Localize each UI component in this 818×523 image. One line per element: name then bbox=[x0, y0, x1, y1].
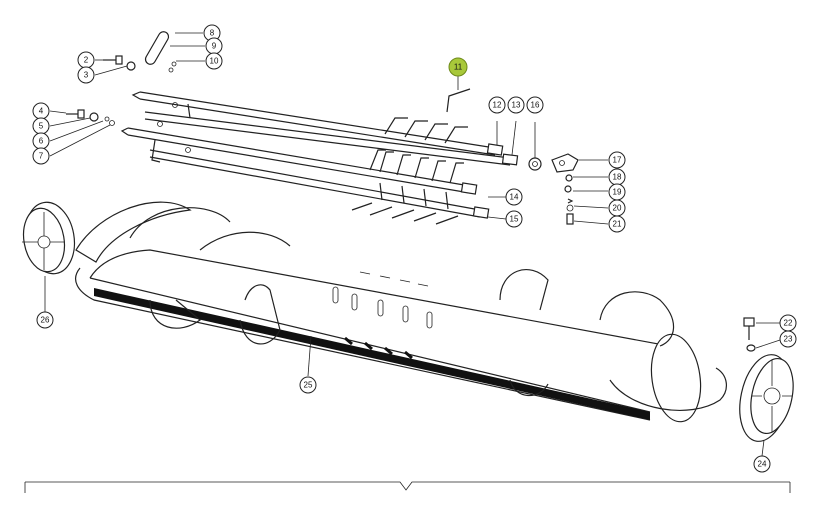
end-disc-right bbox=[739, 317, 794, 457]
svg-text:12: 12 bbox=[493, 101, 502, 110]
svg-text:15: 15 bbox=[510, 215, 519, 224]
svg-text:23: 23 bbox=[784, 335, 793, 344]
svg-text:18: 18 bbox=[613, 173, 622, 182]
svg-text:2: 2 bbox=[84, 56, 89, 65]
svg-text:7: 7 bbox=[39, 152, 44, 161]
small-hardware-right bbox=[487, 120, 609, 225]
svg-text:19: 19 bbox=[613, 188, 622, 197]
svg-text:9: 9 bbox=[212, 42, 217, 51]
svg-text:25: 25 bbox=[304, 381, 313, 390]
callout-26[interactable]: 26 bbox=[36, 311, 54, 329]
part-11-pin bbox=[446, 76, 471, 113]
svg-text:20: 20 bbox=[613, 204, 622, 213]
svg-text:24: 24 bbox=[758, 460, 767, 469]
callout-18[interactable]: 18 bbox=[608, 168, 626, 186]
bottom-bracket bbox=[24, 481, 791, 493]
svg-text:22: 22 bbox=[784, 319, 793, 328]
callout-14[interactable]: 14 bbox=[505, 188, 523, 206]
callout-25[interactable]: 25 bbox=[299, 376, 317, 394]
callout-19[interactable]: 19 bbox=[608, 183, 626, 201]
svg-text:21: 21 bbox=[613, 220, 622, 229]
callout-24[interactable]: 24 bbox=[753, 455, 771, 473]
svg-text:16: 16 bbox=[531, 101, 540, 110]
svg-text:6: 6 bbox=[39, 137, 44, 146]
callout-12[interactable]: 12 bbox=[488, 96, 506, 114]
svg-text:5: 5 bbox=[39, 122, 44, 131]
svg-text:4: 4 bbox=[39, 107, 44, 116]
callout-23[interactable]: 23 bbox=[779, 330, 797, 348]
svg-text:3: 3 bbox=[84, 71, 89, 80]
callout-20[interactable]: 20 bbox=[608, 199, 626, 217]
callout-2[interactable]: 2 bbox=[77, 51, 95, 69]
callout-3[interactable]: 3 bbox=[77, 66, 95, 84]
callout-9[interactable]: 9 bbox=[205, 37, 223, 55]
callout-11[interactable]: 11 bbox=[448, 57, 468, 77]
callout-4[interactable]: 4 bbox=[32, 102, 50, 120]
small-hardware-left bbox=[49, 31, 205, 157]
svg-text:11: 11 bbox=[454, 63, 463, 72]
auger-tube bbox=[75, 201, 727, 423]
callout-17[interactable]: 17 bbox=[608, 151, 626, 169]
svg-text:13: 13 bbox=[512, 101, 521, 110]
callout-22[interactable]: 22 bbox=[779, 314, 797, 332]
callout-5[interactable]: 5 bbox=[32, 117, 50, 135]
end-disc-left bbox=[22, 201, 76, 312]
rod-assembly bbox=[120, 91, 519, 225]
callout-15[interactable]: 15 bbox=[505, 210, 523, 228]
callout-6[interactable]: 6 bbox=[32, 132, 50, 150]
svg-text:14: 14 bbox=[510, 193, 519, 202]
callout-13[interactable]: 13 bbox=[507, 96, 525, 114]
svg-text:26: 26 bbox=[41, 316, 50, 325]
svg-text:8: 8 bbox=[210, 29, 215, 38]
svg-text:10: 10 bbox=[210, 57, 219, 66]
svg-text:17: 17 bbox=[613, 156, 622, 165]
callout-7[interactable]: 7 bbox=[32, 147, 50, 165]
callout-16[interactable]: 16 bbox=[526, 96, 544, 114]
callout-21[interactable]: 21 bbox=[608, 215, 626, 233]
callout-10[interactable]: 10 bbox=[205, 52, 223, 70]
